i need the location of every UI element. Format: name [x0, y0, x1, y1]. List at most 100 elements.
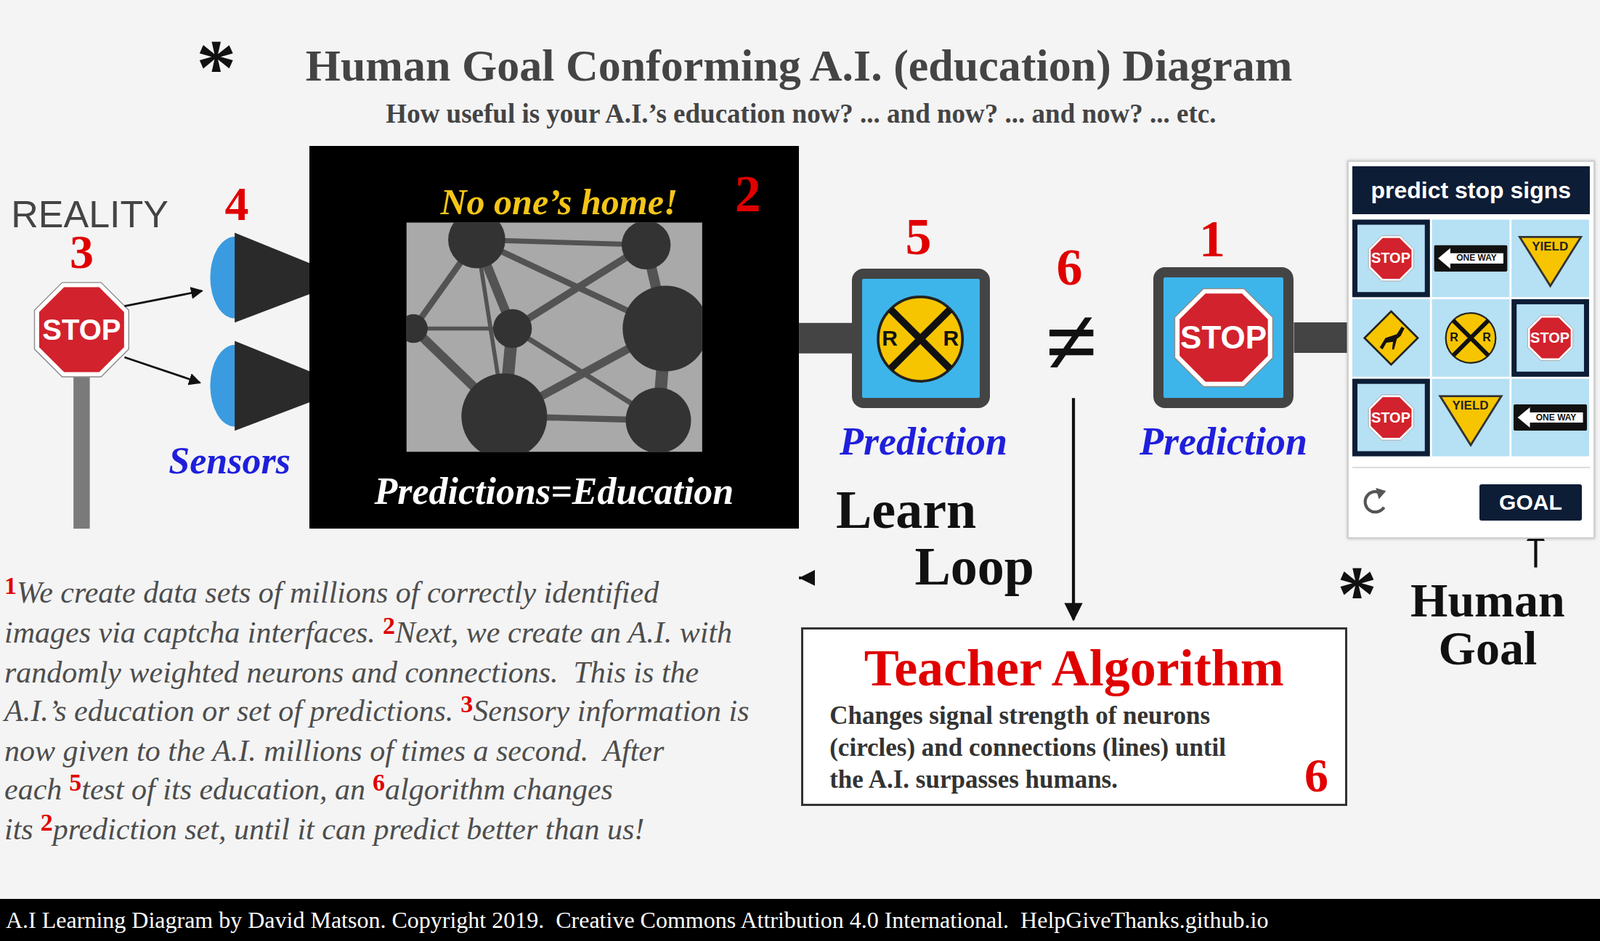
- sign-text: STOP: [1371, 410, 1411, 425]
- callout-number: 1: [4, 572, 17, 600]
- sign-text: R: [881, 327, 898, 350]
- goal-button: GOAL: [1479, 484, 1582, 521]
- callout-number: 6: [1056, 241, 1083, 294]
- neural-network-picture: [405, 314, 428, 343]
- sign-icon: [1445, 313, 1496, 364]
- crossing-sign: [851, 268, 990, 409]
- grid-cell: [1431, 219, 1510, 298]
- teacher-box: Teacher AlgorithmChanges signal strength…: [801, 627, 1348, 807]
- stop-sign: [1174, 289, 1273, 388]
- stop-sign: [34, 282, 129, 377]
- captcha-grid: [1347, 160, 1595, 539]
- selected-cell-outline: [1513, 301, 1587, 375]
- part-name: Sensors: [168, 442, 291, 481]
- prediction-set-box: No one’s home! Predictions=Education: [309, 145, 799, 529]
- sign-pole: [73, 367, 90, 529]
- neural-network-picture: [493, 309, 532, 348]
- grid-cell: [1352, 219, 1431, 298]
- grid-cell: [1352, 299, 1431, 377]
- output-bar: [1293, 322, 1347, 353]
- box-body: Changes signal strength of neurons (circ…: [829, 700, 1230, 802]
- button-text: GOAL: [1479, 484, 1582, 521]
- refresh-icon: [1364, 488, 1386, 513]
- output-bar: [798, 323, 852, 354]
- sign-text: YIELD: [1452, 398, 1489, 412]
- grid-cell: [1431, 378, 1510, 457]
- sign-pole: [73, 367, 90, 529]
- selected-cell-outline: [1354, 222, 1587, 454]
- callout-number: 5: [904, 210, 932, 263]
- sign-icon: [1368, 394, 1414, 440]
- sign-icon: [1439, 395, 1501, 445]
- callout-number: 6: [1293, 750, 1339, 800]
- callout-number: 3: [69, 228, 94, 276]
- sign-text: R: [1449, 331, 1459, 344]
- sign-text: YIELD: [1531, 239, 1569, 253]
- neural-network-picture: [405, 222, 702, 452]
- footer-caption: A.I Learning Diagram by David Matson. Co…: [0, 899, 1600, 941]
- sign-icon: [1527, 315, 1573, 361]
- sign-text: STOP: [1530, 330, 1570, 345]
- box-label: Predictions=Education: [312, 471, 797, 513]
- prediction-box: Prediction: [851, 268, 990, 409]
- selected-cell-outline: [1354, 381, 1428, 454]
- neural-network-picture: [625, 387, 691, 453]
- callout-number: 2: [734, 167, 762, 221]
- captcha-header: predict stop signs: [1352, 166, 1590, 215]
- subtitle: How useful is your A.I.’s education now?…: [385, 99, 1216, 127]
- sensor: [234, 232, 311, 323]
- sign-icon: [1368, 235, 1414, 281]
- status-text: No one’s home!: [387, 183, 731, 221]
- grid-cell: [1431, 299, 1510, 377]
- grid-cell: [1511, 219, 1590, 298]
- grid-cell: [1352, 378, 1431, 457]
- note-text: test of its education, an: [81, 772, 366, 807]
- neural-network-picture: [621, 222, 671, 270]
- callout-number: 1: [1199, 212, 1226, 266]
- sign-text: R: [1482, 331, 1492, 344]
- sign-icon: [1519, 236, 1581, 286]
- neural-network-picture: [448, 222, 506, 268]
- sign-text: STOP: [42, 315, 121, 345]
- box-title: Teacher Algorithm: [805, 639, 1343, 698]
- sign-text: STOP: [1371, 250, 1411, 266]
- sign-text: ONE WAY: [1536, 413, 1577, 422]
- callout-number: 2: [382, 612, 396, 640]
- diagram-title: Human Goal Conforming A.I. (education) D…: [305, 42, 1293, 88]
- neural-network-picture: [405, 222, 702, 452]
- sensor: [209, 232, 311, 431]
- compare-arrow: [1071, 398, 1075, 620]
- learn-loop-arrow: [798, 576, 802, 580]
- callout-number: 6: [372, 769, 385, 797]
- callout-number: 3: [460, 690, 473, 718]
- sign-icon: [1513, 403, 1587, 431]
- selected-cell-outline: [1354, 222, 1428, 295]
- sign-text: STOP: [1180, 321, 1267, 354]
- grid-cell: [1511, 378, 1590, 457]
- compare-arrow: [1072, 398, 1074, 620]
- prediction-label: Prediction: [811, 422, 1036, 462]
- separator-line: [1352, 466, 1590, 468]
- sensor-arrow: [124, 291, 202, 307]
- sign-icon: [1363, 235, 1587, 445]
- loop-label: Loop: [914, 539, 1035, 594]
- callout-number: 2: [40, 809, 54, 836]
- sensor-arrow: [124, 291, 202, 384]
- sensor-arrow: [124, 357, 200, 383]
- asterisk: *: [196, 27, 237, 108]
- captcha-panel: predict stop signsGOAL: [1347, 160, 1595, 539]
- not-equal-symbol: ≠: [1045, 294, 1098, 390]
- callout-number: 4: [224, 180, 249, 229]
- loop-label: Learn: [835, 482, 977, 537]
- sensor: [234, 340, 311, 431]
- callout-number: 5: [68, 769, 82, 797]
- crossing-sign: [878, 296, 963, 381]
- refresh-icon: [1375, 488, 1386, 499]
- sign-text: R: [943, 327, 960, 350]
- goal-label: Human Goal: [1378, 576, 1597, 673]
- grid-cell: [1352, 219, 1590, 457]
- sign-icon: [1363, 310, 1417, 364]
- sign-text: ONE WAY: [1456, 253, 1497, 263]
- neural-network-picture: [622, 285, 703, 372]
